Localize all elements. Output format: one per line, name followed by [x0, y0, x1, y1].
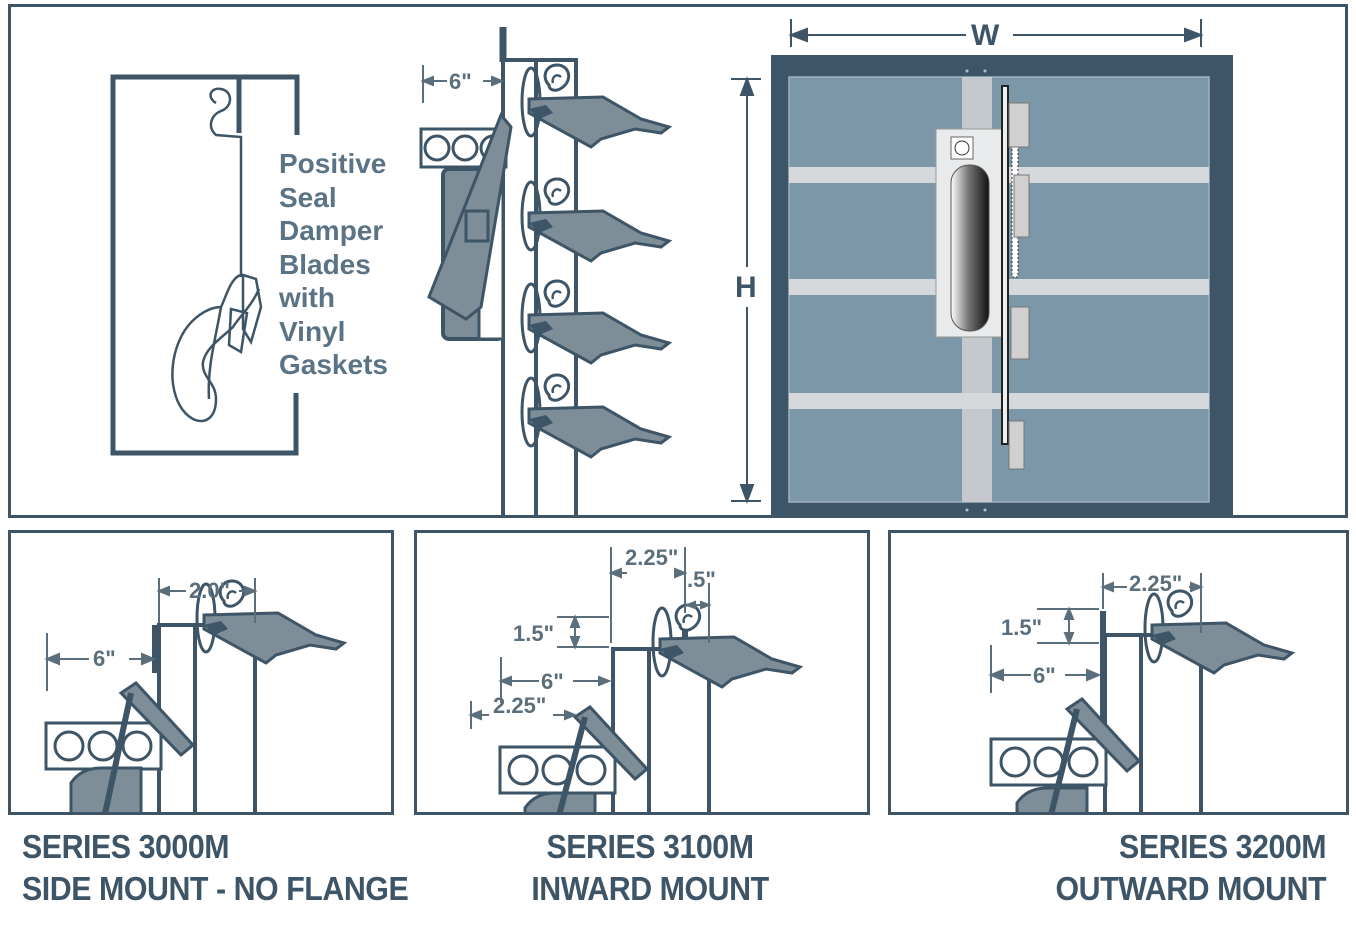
- series-3000-diagram: 2.0" 6": [44, 578, 346, 812]
- dim-label: 2.25": [493, 693, 546, 718]
- blade: [651, 603, 802, 689]
- series-subtitle: SIDE MOUNT - NO FLANGE: [22, 870, 409, 907]
- dim-label: 2.25": [1129, 571, 1182, 596]
- dims: [988, 573, 1204, 693]
- top-diagram: 6": [110, 19, 1233, 515]
- series-3000-panel: 2.0" 6": [8, 530, 394, 815]
- blade-text-line: Gaskets: [279, 349, 388, 380]
- series-title: SERIES 3100M: [546, 828, 754, 865]
- blades: [520, 63, 671, 459]
- blade-text-line: with: [279, 282, 335, 313]
- dim-label: .5": [687, 567, 716, 592]
- top-panel: 6": [8, 4, 1348, 518]
- series-3100-diagram: 2.25" .5" 1.5" 6" 2.25": [468, 545, 802, 812]
- blade-text-line: Vinyl: [279, 315, 346, 347]
- series-3100-caption: SERIES 3100M INWARD MOUNT: [530, 826, 769, 910]
- blade-text-line: Positive: [279, 148, 387, 179]
- dim-label: 6": [93, 646, 116, 671]
- width-dim-label: W: [971, 19, 1000, 52]
- dims: [44, 578, 258, 691]
- flange-dimension: [420, 65, 505, 103]
- dim-label: 2.0": [189, 578, 230, 603]
- series-subtitle: INWARD MOUNT: [531, 870, 769, 907]
- blade-text-line: Seal: [279, 181, 337, 213]
- series-3100-panel: 2.25" .5" 1.5" 6" 2.25": [414, 530, 870, 815]
- blade-detail-frame: [110, 74, 300, 456]
- actuator: [989, 697, 1142, 812]
- series-3200-diagram: 2.25" 1.5" 6": [988, 571, 1294, 812]
- blade-text-line: Blades: [279, 248, 371, 280]
- damper-blade: [520, 279, 671, 365]
- damper-blade: [520, 63, 671, 149]
- height-dim-label: H: [735, 271, 757, 304]
- actuator: [44, 681, 196, 812]
- series-3000-caption: SERIES 3000M SIDE MOUNT - NO FLANGE: [22, 826, 409, 910]
- blade-text-line: Damper: [279, 215, 384, 246]
- height-dimension: [731, 76, 761, 504]
- actuator: [498, 705, 650, 812]
- dim-label: 1.5": [1001, 615, 1042, 640]
- dim-label: 2.25": [625, 545, 678, 570]
- series-title: SERIES 3200M: [1118, 828, 1327, 865]
- flange-dim-label: 6": [449, 69, 472, 94]
- blade-description: Positive Seal Damper Blades with Vinyl G…: [279, 147, 388, 382]
- damper-blade: [520, 373, 671, 459]
- dims: [468, 547, 712, 729]
- actuator: [419, 112, 513, 341]
- width-dimension: [788, 19, 1204, 47]
- series-title: SERIES 3000M: [22, 828, 230, 865]
- dim-label: 6": [541, 669, 564, 694]
- series-3200-panel: 2.25" 1.5" 6": [888, 530, 1349, 815]
- blade: [1143, 589, 1294, 675]
- dim-label: 1.5": [513, 621, 554, 646]
- damper-blade: [520, 177, 671, 263]
- series-subtitle: OUTWARD MOUNT: [1055, 870, 1326, 907]
- series-3200-caption: SERIES 3200M OUTWARD MOUNT: [1055, 826, 1326, 910]
- damper-front-view: [771, 55, 1233, 515]
- dim-label: 6": [1033, 663, 1056, 688]
- blade-profile: [171, 87, 263, 423]
